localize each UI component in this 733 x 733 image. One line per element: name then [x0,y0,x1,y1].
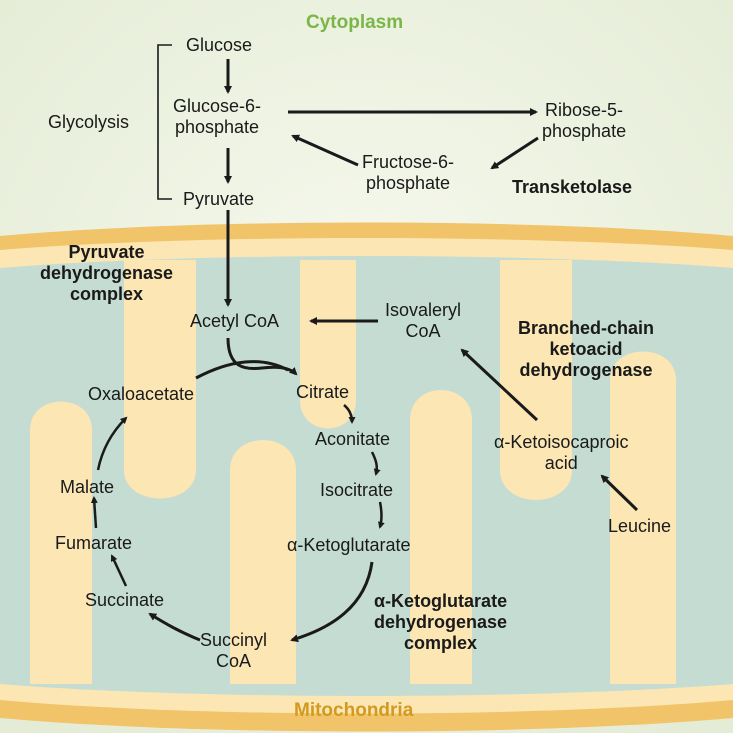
g6p-line-1: Glucose-6- [173,96,262,116]
alpha-ketoglutarate-label: α-Ketoglutarate [287,535,411,555]
kic-line-2: acid [544,453,578,473]
acetyl-coa-label: Acetyl CoA [190,311,280,331]
arrow-acetylcoa-to-citrate [226,337,298,376]
aconitate-label: Aconitate [315,429,391,449]
leucine-label: Leucine [608,516,672,536]
arrow-leucine-to-kic [600,474,639,512]
succinyl-line-1: Succinyl [200,630,268,650]
succinate-label: Succinate [85,590,165,610]
g6p-line-2: phosphate [174,117,260,137]
cristae [30,260,676,684]
pyruvate-label: Pyruvate [183,189,255,209]
r5p-line-1: Ribose-5- [545,100,624,120]
oxaloacetate-label: Oxaloacetate [88,384,195,404]
citrate-label: Citrate [296,382,350,402]
f6p-line-1: Fructose-6- [362,152,455,172]
pyruvate-dehydrogenase-complex-label: Pyruvate dehydrogenase complex [40,242,173,305]
transketolase-label: Transketolase [512,177,633,197]
pdh-line-3: complex [70,284,144,304]
ribose-5-phosphate-label: Ribose-5- phosphate [542,100,626,142]
isovaleryl-coa-label: Isovaleryl CoA [385,300,461,342]
isovaleryl-line-1: Isovaleryl [385,300,462,320]
isovaleryl-line-2: CoA [405,321,441,341]
akgdh-line-2: dehydrogenase [374,612,508,632]
branched-chain-ketoacid-dehydrogenase-label: Branched-chain ketoacid dehydrogenase [518,318,654,381]
arrow-fumarate-to-malate [90,496,98,529]
glucose-label: Glucose [186,35,253,55]
glycolysis-bracket [157,44,172,200]
arrow-succinylcoa-to-succinate [148,612,201,642]
bckd-line-3: dehydrogenase [519,360,653,380]
arrow-akg-to-succinylcoa [290,561,374,643]
arrow-f6p-to-g6p [291,134,359,167]
arrow-succinate-to-fumarate [110,554,128,587]
r5p-line-2: phosphate [542,121,627,141]
arrow-isocitrate-to-akg [378,501,385,529]
bckd-line-1: Branched-chain [518,318,655,338]
pdh-line-1: Pyruvate [68,242,145,262]
alpha-ketoglutarate-dehydrogenase-complex-label: α-Ketoglutarate dehydrogenase complex [374,591,507,654]
fructose-6-phosphate-label: Fructose-6- phosphate [362,152,454,194]
arrow-oxaloacetate-to-citrate [195,360,289,380]
akgdh-line-1: α-Ketoglutarate [374,591,508,611]
bckd-line-2: ketoacid [549,339,623,359]
malate-label: Malate [60,477,115,497]
f6p-line-2: phosphate [365,173,451,193]
arrow-aconitate-to-isocitrate [370,451,381,476]
glucose-6-phosphate-label: Glucose-6- phosphate [173,96,261,138]
succinyl-line-2: CoA [216,651,252,671]
cytoplasm-label: Cytoplasm [306,12,404,33]
fumarate-label: Fumarate [55,533,133,553]
arrow-citrate-to-aconitate [343,404,356,424]
alpha-ketoisocaproic-acid-label: α-Ketoisocaproic acid [494,432,628,474]
arrow-malate-to-oxaloacetate [96,416,128,471]
succinyl-coa-label: Succinyl CoA [200,630,267,672]
arrow-kic-to-isovaleryl [460,348,539,422]
isocitrate-label: Isocitrate [320,480,394,500]
kic-line-1: α-Ketoisocaproic [494,432,629,452]
mitochondria-label: Mitochondria [294,700,414,721]
akgdh-line-3: complex [404,633,478,653]
pdh-line-2: dehydrogenase [40,263,174,283]
arrow-r5p-to-f6p [490,136,539,170]
glycolysis-label: Glycolysis [48,112,130,132]
